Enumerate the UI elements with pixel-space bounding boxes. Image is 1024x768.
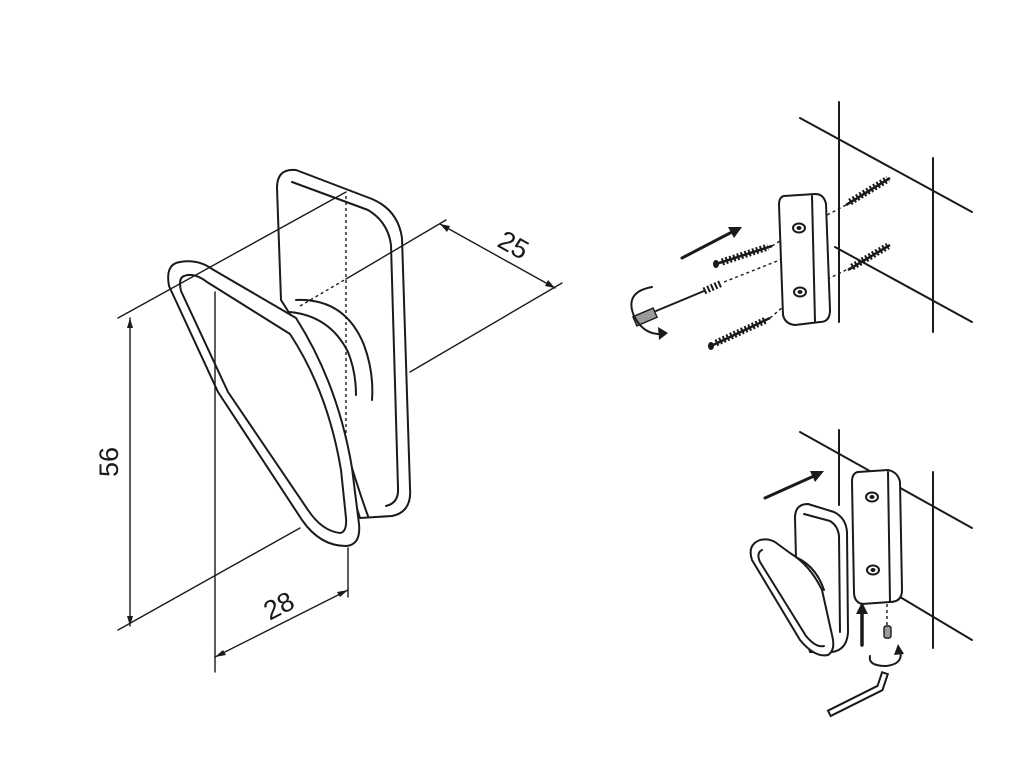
plate-screw-hole-bottom-inner xyxy=(797,290,803,294)
hook-front-face-bevel xyxy=(179,273,348,534)
depth-extension-bottom xyxy=(409,282,563,373)
height-extension-top xyxy=(117,191,347,319)
small-hook-front-face xyxy=(749,538,835,657)
depth-extension-top-hidden xyxy=(299,278,347,307)
wall-plug-bottom-core xyxy=(847,243,891,272)
screwdriver-screw xyxy=(702,279,724,295)
depth-arrow-bottom xyxy=(545,280,555,288)
mounting-plate xyxy=(778,193,831,326)
depth-arrow-top xyxy=(440,224,450,232)
rotation-arrow-icon xyxy=(630,286,665,336)
screwdriver-bit-holder xyxy=(632,307,658,327)
attach-direction-arrowhead xyxy=(810,471,824,482)
hook-arm-outer-curve xyxy=(295,298,374,401)
installation-step-attach-hook xyxy=(749,429,973,718)
screw-bottom-head xyxy=(708,342,714,350)
set-screw-rotation-arrowhead xyxy=(894,644,904,655)
screwdriver-shaft xyxy=(655,290,705,312)
dimension-height: 56 xyxy=(94,191,347,631)
width-label: 28 xyxy=(259,586,299,626)
wall-tile-line xyxy=(899,596,973,641)
height-label: 56 xyxy=(94,447,124,477)
attach-direction-arrow-icon xyxy=(763,474,816,500)
hook-body-lower-edge xyxy=(351,467,369,517)
height-arrow-bottom xyxy=(127,616,133,626)
mounted-plate xyxy=(851,469,903,605)
rotation-arrowhead xyxy=(658,327,668,340)
height-extension-bottom xyxy=(117,527,301,631)
plate-screw-hole-top-inner xyxy=(796,226,802,230)
wall-tile-line xyxy=(834,246,973,323)
mounted-plate-hole-bottom-inner xyxy=(870,568,876,572)
screw-top-head xyxy=(713,260,719,268)
installation-step-mount-plate xyxy=(630,101,973,350)
hook-arm-inner-curve xyxy=(289,311,357,396)
wall-plug-top-core xyxy=(845,176,891,207)
small-hook-back-plate-inner xyxy=(803,513,841,633)
mounted-plate-edge xyxy=(887,471,891,603)
allen-key xyxy=(829,673,887,715)
hook-front-face-outline xyxy=(167,260,361,547)
depth-extension-top xyxy=(345,219,447,280)
set-screw-rotation-arrow-icon xyxy=(868,649,902,667)
mounting-plate-edge xyxy=(811,195,816,323)
depth-dimension-line xyxy=(439,223,556,289)
screw-top-shank xyxy=(715,244,773,266)
depth-label: 25 xyxy=(493,225,534,266)
height-arrow-top xyxy=(127,318,133,328)
mounted-plate-hole-top-inner xyxy=(869,495,875,499)
width-arrow-right xyxy=(337,590,348,597)
screw-bottom-shank xyxy=(710,316,771,348)
push-direction-arrow-icon xyxy=(680,230,734,260)
width-dimension-line xyxy=(214,589,349,658)
small-hook-front-bevel xyxy=(757,549,825,648)
hook-back-plate-inner-edge xyxy=(291,181,400,507)
up-arrowhead xyxy=(856,602,868,614)
wall-tile-line xyxy=(799,117,973,213)
width-arrow-left xyxy=(215,650,226,657)
hook-main-view xyxy=(167,168,412,547)
set-screw xyxy=(883,625,892,639)
push-direction-arrowhead xyxy=(728,227,742,238)
